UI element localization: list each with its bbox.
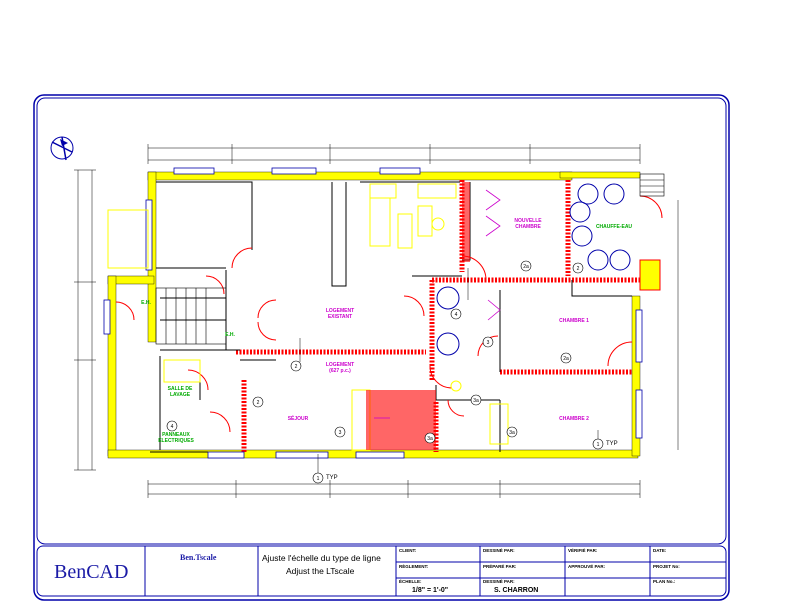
label-verifie-par: VÉRIFIÉ PAR: bbox=[568, 548, 598, 553]
tanks bbox=[436, 183, 631, 356]
label-prepare-par: PRÉPARÉ PAR: bbox=[483, 564, 517, 569]
label-approuve-par: APPROUVÉ PAR: bbox=[568, 564, 606, 569]
section-tag: 3 bbox=[334, 426, 346, 438]
drawing-title-fr: Ajuste l'échelle du type de ligne bbox=[262, 553, 381, 563]
svg-text:3: 3 bbox=[487, 340, 490, 346]
label-client: CLIENT: bbox=[399, 548, 417, 553]
section-tag: 1 bbox=[312, 472, 324, 484]
section-tag: 4 bbox=[450, 308, 462, 320]
label-echelle: ÉCHELLE: bbox=[399, 579, 422, 584]
floor-hatch bbox=[366, 182, 470, 450]
drawing-name: Ben.Tscale bbox=[180, 553, 217, 562]
svg-text:3: 3 bbox=[339, 430, 342, 436]
dimension-lines bbox=[74, 144, 679, 498]
room-label-chambre1: CHAMBRE 1 bbox=[559, 318, 589, 324]
north-arrow-icon bbox=[50, 136, 74, 161]
room-label-sejour: SÉJOUR bbox=[288, 414, 309, 422]
section-tag: 3a bbox=[470, 394, 482, 406]
section-tag: 2a bbox=[520, 260, 532, 272]
section-tag: 3a bbox=[424, 432, 436, 444]
brand-logo: BenCAD bbox=[54, 561, 129, 583]
fixtures bbox=[107, 183, 509, 451]
new-walls bbox=[236, 180, 640, 452]
svg-text:4: 4 bbox=[455, 312, 458, 318]
typ-label: TYP bbox=[326, 475, 338, 481]
label-plan: PLAN No.: bbox=[653, 579, 676, 584]
svg-text:3a: 3a bbox=[509, 430, 515, 436]
svg-text:1: 1 bbox=[317, 476, 320, 482]
room-label-logement-627: LOGEMENT(627 p.c.) bbox=[326, 362, 354, 374]
label-date: DATE: bbox=[653, 548, 667, 553]
section-tag: 1 bbox=[592, 438, 604, 450]
section-tag: 3a bbox=[506, 426, 518, 438]
svg-text:3a: 3a bbox=[427, 436, 433, 442]
svg-text:2: 2 bbox=[257, 400, 260, 406]
svg-text:2a: 2a bbox=[523, 264, 529, 270]
sheet-border-inner bbox=[36, 97, 727, 545]
svg-text:2: 2 bbox=[295, 364, 298, 370]
label-dessine-par-2: DESSINÉ PAR: bbox=[483, 579, 515, 584]
section-tag: 2 bbox=[572, 262, 584, 274]
section-tag: 2 bbox=[252, 396, 264, 408]
svg-text:3a: 3a bbox=[473, 398, 479, 404]
room-label-eh-right: E.H. bbox=[225, 332, 235, 338]
room-label-chauffe-eau: CHAUFFE-EAU bbox=[596, 224, 632, 230]
section-tag: 4 bbox=[166, 420, 178, 432]
cabinets bbox=[374, 189, 501, 419]
label-projet: PROJET No: bbox=[653, 564, 680, 569]
leader-lines bbox=[299, 268, 599, 474]
sheet-border bbox=[33, 94, 730, 601]
stairs bbox=[155, 173, 665, 345]
label-reglement: RÈGLEMENT: bbox=[399, 564, 429, 569]
svg-text:2a: 2a bbox=[563, 356, 569, 362]
scale-value: 1/8" = 1'-0" bbox=[412, 587, 449, 594]
windows bbox=[103, 167, 643, 459]
section-tag: 2a bbox=[560, 352, 572, 364]
svg-text:1: 1 bbox=[597, 442, 600, 448]
drawing-title-en: Adjust the LTscale bbox=[286, 566, 355, 576]
section-tag: 2 bbox=[290, 360, 302, 372]
typ-label: TYP bbox=[606, 441, 618, 447]
room-label-eh-left: E.H. bbox=[141, 300, 151, 306]
title-block bbox=[36, 545, 727, 597]
svg-text:4: 4 bbox=[171, 424, 174, 430]
svg-text:2: 2 bbox=[577, 266, 580, 272]
label-dessine-par: DESSINÉ PAR: bbox=[483, 548, 515, 553]
drawn-by-value: S. CHARRON bbox=[494, 587, 539, 594]
section-tag: 3 bbox=[482, 336, 494, 348]
room-label-chambre2: CHAMBRE 2 bbox=[559, 416, 589, 422]
